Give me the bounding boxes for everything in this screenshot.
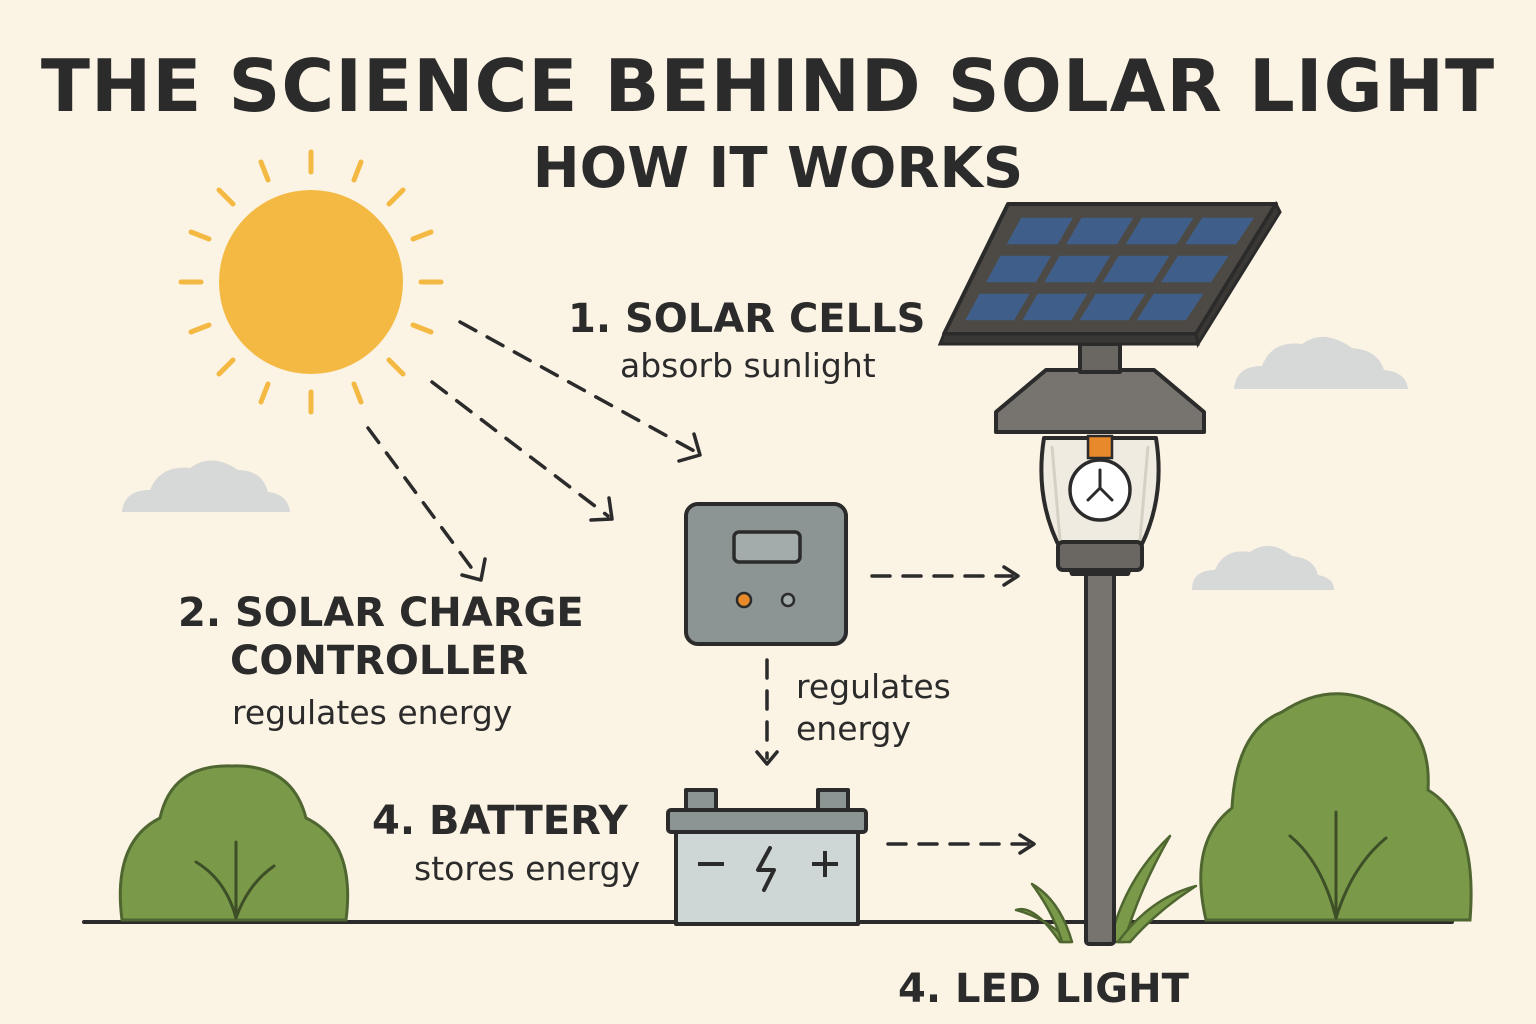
- charge-controller-heading-line2: CONTROLLER: [230, 638, 529, 684]
- solar-cells-description: absorb sunlight: [620, 346, 876, 385]
- solar-cell: [1006, 217, 1073, 245]
- led-light-heading: 4. LED LIGHT: [898, 966, 1189, 1012]
- cloud-icon: [1192, 545, 1334, 590]
- regulates-label-line1: regulates: [796, 667, 951, 706]
- charge-controller-icon: [684, 502, 848, 646]
- regulates-label-line2: energy: [796, 709, 911, 748]
- battery-description: stores energy: [414, 849, 641, 888]
- arrow-sun-to-panel: [458, 320, 698, 454]
- battery-heading: 4. BATTERY: [372, 798, 628, 844]
- charge-controller-heading-line1: 2. SOLAR CHARGE: [178, 590, 584, 636]
- lamp-post-icon: [994, 342, 1206, 946]
- cloud-icon: [122, 460, 290, 512]
- charge-controller-description: regulates energy: [232, 693, 513, 732]
- page-title: THE SCIENCE BEHIND SOLAR LIGHT: [40, 44, 1496, 128]
- solar-cell: [1102, 255, 1170, 283]
- solar-panel-icon: [937, 200, 1282, 349]
- solar-cell: [1044, 255, 1111, 283]
- arrow-sun-to-charge-label: [366, 426, 478, 576]
- light-bulb-icon: [1068, 434, 1132, 522]
- solar-cell: [1022, 293, 1088, 321]
- solar-cells-heading: 1. SOLAR CELLS: [568, 296, 926, 342]
- solar-cell: [1079, 293, 1146, 321]
- bush-icon: [118, 764, 350, 922]
- bush-icon: [1199, 692, 1473, 922]
- page-subtitle: HOW IT WORKS: [532, 136, 1024, 201]
- solar-cell: [1161, 255, 1229, 283]
- battery-icon: [666, 788, 868, 926]
- solar-cell: [1136, 293, 1204, 321]
- solar-cell: [1066, 217, 1134, 245]
- grass-icon: [1014, 834, 1198, 944]
- solar-cell: [1185, 217, 1254, 245]
- arrow-sun-to-controller: [430, 380, 610, 518]
- solar-cell: [986, 255, 1052, 283]
- solar-cell: [965, 293, 1030, 321]
- sun-icon: [178, 149, 444, 415]
- solar-cell: [1125, 217, 1194, 245]
- cloud-icon: [1234, 336, 1408, 389]
